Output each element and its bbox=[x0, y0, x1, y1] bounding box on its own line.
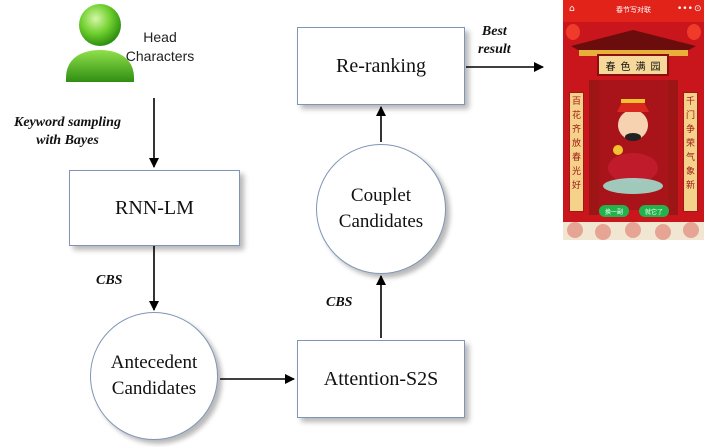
head-characters-label: Head Characters bbox=[125, 29, 195, 64]
best-result-label: Best result bbox=[478, 24, 511, 57]
choose-couplet-button[interactable]: 就它了 bbox=[639, 205, 669, 217]
antecedent-candidates-node: Antecedent Candidates bbox=[90, 312, 218, 440]
left-couplet-scroll: 百 花 齐 放 春 光 好 bbox=[569, 92, 584, 212]
more-icon[interactable]: ••• bbox=[677, 4, 693, 14]
phone-title: 春节写对联 bbox=[616, 6, 651, 14]
keyword-sampling-label: Keyword sampling with Bayes bbox=[14, 115, 121, 148]
home-icon[interactable]: ⌂ bbox=[569, 4, 575, 14]
attention-s2s-node: Attention-S2S bbox=[297, 340, 465, 418]
rnn-lm-node: RNN-LM bbox=[69, 170, 240, 246]
cbs-label-left: CBS bbox=[96, 273, 123, 288]
re-ranking-node: Re-ranking bbox=[297, 27, 465, 105]
person-icon bbox=[66, 4, 134, 82]
couplet-candidates-node: Couplet Candidates bbox=[316, 144, 446, 274]
change-couplet-button[interactable]: 换一副 bbox=[599, 205, 629, 217]
rnn-lm-label: RNN-LM bbox=[115, 196, 194, 219]
right-couplet-scroll: 千 门 争 荣 气 象 新 bbox=[683, 92, 698, 212]
horizontal-scroll-banner: 春 色 满 园 bbox=[597, 54, 669, 76]
temple-illustration bbox=[563, 22, 704, 240]
couplet-app-screenshot: ⌂ 春节写对联 ••• ⊙ 春 色 满 园 百 花 齐 放 春 光 好 千 门 … bbox=[563, 0, 704, 240]
close-icon[interactable]: ⊙ bbox=[694, 4, 702, 14]
phone-title-bar: ⌂ 春节写对联 ••• ⊙ bbox=[563, 0, 704, 22]
attention-s2s-label: Attention-S2S bbox=[323, 367, 439, 390]
re-ranking-label: Re-ranking bbox=[336, 54, 426, 77]
cbs-label-right: CBS bbox=[326, 295, 353, 310]
